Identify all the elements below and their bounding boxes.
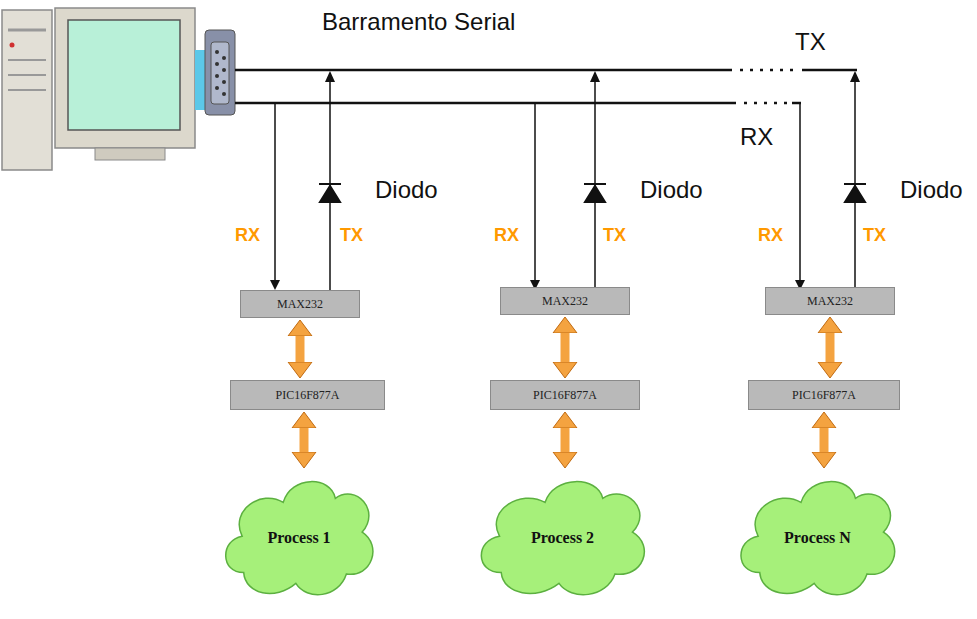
- signal-name: TX: [795, 30, 826, 54]
- rx-wires: [275, 103, 800, 282]
- pin-name: RX: [758, 226, 783, 244]
- diode-label: Diodo: [640, 178, 703, 202]
- process-name: Process 2: [531, 529, 594, 547]
- tx-arrowheads: [325, 71, 860, 82]
- signal-name: RX: [740, 125, 773, 149]
- chip-name: PIC16F877A: [533, 388, 597, 403]
- pin-name: TX: [603, 226, 626, 244]
- process-name: Process N: [784, 529, 851, 547]
- bus-title: Barramento Serial: [322, 10, 515, 34]
- chip-box: MAX232: [765, 287, 895, 315]
- chip-name: PIC16F877A: [275, 388, 339, 403]
- serial-bus: [235, 70, 857, 103]
- chip-name: MAX232: [807, 294, 853, 309]
- chip-box: MAX232: [500, 287, 630, 315]
- tx-wires: [330, 80, 855, 290]
- pin-name: TX: [863, 226, 886, 244]
- double-arrow: [826, 332, 835, 363]
- pin-name: RX: [235, 226, 260, 244]
- chip-box: PIC16F877A: [490, 380, 640, 410]
- chip-box: PIC16F877A: [230, 380, 385, 410]
- double-arrow: [561, 332, 570, 363]
- chip-name: MAX232: [277, 297, 323, 312]
- chip-box: PIC16F877A: [748, 380, 900, 410]
- pin-name: RX: [494, 226, 519, 244]
- process-cloud: Process 2: [475, 470, 650, 605]
- pin-name: TX: [340, 226, 363, 244]
- double-arrow: [296, 335, 305, 363]
- computer: [2, 8, 235, 170]
- double-arrow: [300, 427, 309, 453]
- chip-name: MAX232: [542, 294, 588, 309]
- chip-name: PIC16F877A: [792, 388, 856, 403]
- process-cloud: Process N: [735, 470, 900, 605]
- diode-label: Diodo: [375, 178, 438, 202]
- process-name: Process 1: [267, 529, 330, 547]
- double-arrow: [820, 427, 829, 453]
- serial-connector: [205, 30, 235, 115]
- double-arrow: [561, 427, 570, 453]
- chip-box: MAX232: [240, 290, 360, 318]
- diode-label: Diodo: [900, 178, 963, 202]
- process-cloud: Process 1: [220, 470, 378, 605]
